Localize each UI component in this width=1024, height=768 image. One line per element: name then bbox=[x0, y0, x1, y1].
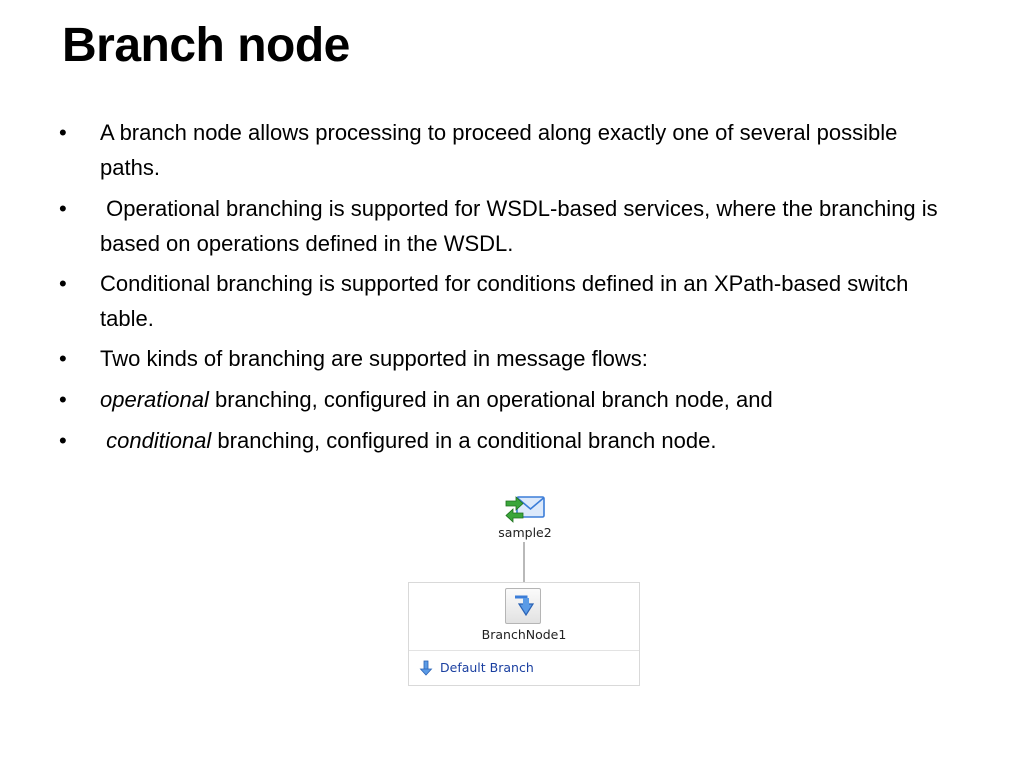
bullet-text: A branch node allows processing to proce… bbox=[100, 120, 898, 180]
bullet-text: operational branching, configured in an … bbox=[100, 383, 950, 418]
bullet-emphasis: conditional bbox=[100, 428, 212, 453]
bullet-marker: • bbox=[59, 120, 67, 145]
start-node-label: sample2 bbox=[498, 525, 552, 540]
down-arrow-icon bbox=[419, 660, 433, 676]
bullet-marker: • bbox=[59, 271, 67, 296]
flow-connector bbox=[523, 542, 525, 582]
bullet-text: Conditional branching is supported for c… bbox=[100, 271, 909, 331]
bullet-marker: • bbox=[59, 387, 67, 412]
envelope-arrows-icon bbox=[505, 496, 545, 523]
bullet-text: Operational branching is supported for W… bbox=[100, 196, 944, 256]
start-node[interactable]: sample2 bbox=[492, 492, 558, 541]
bullet-marker: • bbox=[59, 346, 67, 371]
bullet-rest: branching, configured in an operational … bbox=[208, 387, 773, 412]
bullet-emphasis: operational bbox=[100, 387, 209, 412]
divider bbox=[409, 650, 639, 651]
branch-node[interactable]: BranchNode1 Default Branch bbox=[408, 582, 640, 686]
default-branch-label: Default Branch bbox=[440, 660, 534, 675]
bullet-marker: • bbox=[59, 196, 67, 221]
bullet-text: conditional branching, configured in a c… bbox=[100, 424, 950, 459]
bullet-marker: • bbox=[59, 428, 67, 453]
branch-arrow-icon bbox=[515, 595, 535, 617]
branch-node-button[interactable] bbox=[505, 588, 541, 624]
bullet-text: Two kinds of branching are supported in … bbox=[100, 346, 648, 371]
branch-node-label: BranchNode1 bbox=[481, 627, 567, 642]
slide-title: Branch node bbox=[62, 19, 350, 72]
bullet-rest: branching, configured in a conditional b… bbox=[211, 428, 717, 453]
